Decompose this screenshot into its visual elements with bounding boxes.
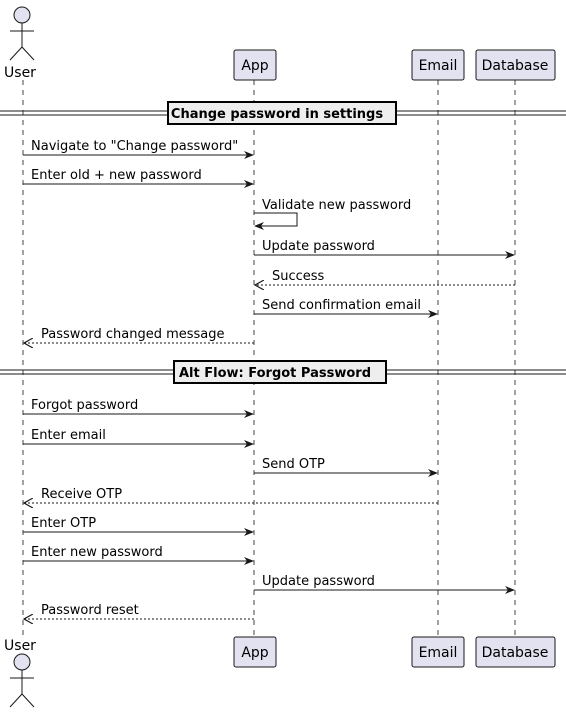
message-label: Enter new password xyxy=(31,545,163,560)
message-10: Send OTP xyxy=(254,457,438,477)
message-label: Enter OTP xyxy=(31,516,96,531)
section-separator-change-password: Change password in settings xyxy=(0,101,566,125)
message-14: Update password xyxy=(254,574,515,594)
message-2: Enter old + new password xyxy=(23,168,254,188)
message-3: Validate new password xyxy=(254,198,411,230)
participant-label-email-top: Email xyxy=(419,58,458,74)
message-label: Send confirmation email xyxy=(262,298,421,313)
participant-box-database-bottom xyxy=(475,636,556,668)
participant-box-email-top xyxy=(411,49,465,81)
message-1: Navigate to "Change password" xyxy=(23,139,254,159)
section-title-forgot-password: Alt Flow: Forgot Password xyxy=(179,366,371,381)
message-4: Update password xyxy=(254,239,515,259)
section-title-change-password: Change password in settings xyxy=(171,107,383,122)
message-label: Forgot password xyxy=(31,398,138,413)
message-5: Success xyxy=(255,269,515,285)
messages: Navigate to "Change password" Enter old +… xyxy=(23,139,515,619)
message-label: Navigate to "Change password" xyxy=(31,139,238,154)
message-label: Success xyxy=(272,269,325,284)
message-label: Send OTP xyxy=(262,457,325,472)
message-label: Enter email xyxy=(31,428,106,443)
participants-bottom: User App Email Database xyxy=(4,636,556,708)
message-7: Password changed message xyxy=(24,327,254,343)
message-label: Password changed message xyxy=(41,327,225,342)
message-label: Enter old + new password xyxy=(31,168,202,183)
participant-box-database-top xyxy=(475,49,556,81)
participant-label-user-top: User xyxy=(4,65,36,81)
message-label: Update password xyxy=(262,239,375,254)
participant-box-app-bottom xyxy=(233,636,277,668)
participant-label-user-bottom: User xyxy=(4,638,36,654)
message-label: Validate new password xyxy=(262,198,411,213)
message-arrow xyxy=(254,212,298,230)
participant-box-email-bottom xyxy=(411,636,465,668)
message-9: Enter email xyxy=(23,428,254,448)
user-actor-icon xyxy=(9,6,35,61)
participant-label-email-bottom: Email xyxy=(419,645,458,661)
message-6: Send confirmation email xyxy=(254,298,438,318)
user-actor-icon xyxy=(9,653,35,708)
message-8: Forgot password xyxy=(23,398,254,418)
message-13: Enter new password xyxy=(23,545,254,565)
message-15: Password reset xyxy=(24,603,254,619)
message-label: Update password xyxy=(262,574,375,589)
participant-box-app-top xyxy=(233,49,277,81)
participants-top: User App Email Database xyxy=(4,6,556,81)
message-11: Receive OTP xyxy=(24,487,438,503)
message-label: Password reset xyxy=(41,603,139,618)
participant-label-database-top: Database xyxy=(482,58,549,74)
participant-label-database-bottom: Database xyxy=(482,645,549,661)
participant-label-app-bottom: App xyxy=(241,645,268,661)
message-label: Receive OTP xyxy=(41,487,122,502)
participant-label-app-top: App xyxy=(241,58,268,74)
message-12: Enter OTP xyxy=(23,516,254,536)
section-separator-forgot-password: Alt Flow: Forgot Password xyxy=(0,360,566,384)
